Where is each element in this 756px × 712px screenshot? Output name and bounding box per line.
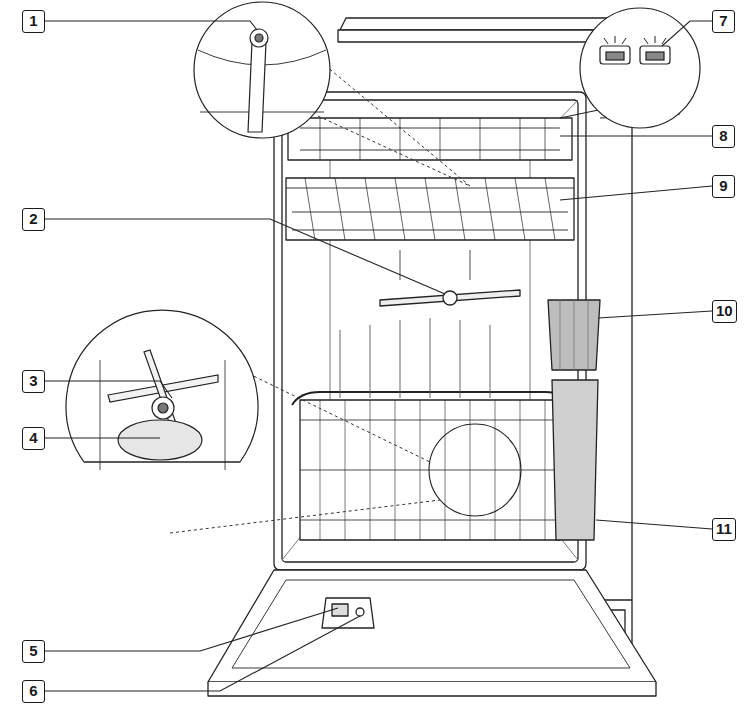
arm-hub: [443, 291, 457, 305]
rack-rail: [400, 250, 470, 280]
plate-tines: [340, 318, 490, 398]
callout-number: 9: [712, 175, 735, 198]
tray-wire: [300, 128, 560, 150]
tub-walls: [282, 100, 578, 560]
cabinet-side: [632, 42, 640, 656]
callout-number: 6: [22, 680, 45, 703]
callout-number: 4: [22, 427, 45, 450]
dispenser-lid: [332, 604, 348, 616]
tub-frame: [274, 92, 586, 570]
callout-number: 10: [712, 300, 737, 323]
door-edge: [208, 682, 656, 696]
rack-wire: [305, 178, 555, 240]
tray-wire: [320, 118, 545, 160]
door-bin: [552, 380, 598, 540]
detergent-dispenser: [322, 598, 374, 628]
indicator-inset: [580, 8, 700, 128]
nozzle-inset: [194, 2, 330, 138]
callout-number: 7: [712, 10, 735, 33]
door: [208, 570, 656, 682]
basket-divider: [560, 300, 588, 370]
upper-rack: [286, 178, 574, 240]
callout-number: 8: [712, 125, 735, 148]
door-inner: [232, 580, 630, 668]
lower-rack: [300, 400, 560, 540]
highlight-circle: [429, 424, 521, 516]
rinse-aid-cap: [356, 608, 364, 616]
rack-wire: [300, 420, 560, 520]
tub-inner: [282, 100, 578, 562]
upper-spray-arm: [380, 290, 520, 306]
callout-number: 2: [22, 208, 45, 231]
callout-number: 1: [22, 10, 45, 33]
rack-wire: [320, 400, 545, 540]
callout-number: 3: [22, 370, 45, 393]
cutlery-tray: [288, 118, 572, 160]
spray-arm-inset: [66, 310, 258, 470]
leader-lines: [45, 21, 712, 691]
callout-number: 11: [712, 518, 736, 541]
callout-number: 5: [22, 640, 45, 663]
cutlery-basket: [548, 300, 600, 370]
top-panel: [340, 18, 638, 30]
